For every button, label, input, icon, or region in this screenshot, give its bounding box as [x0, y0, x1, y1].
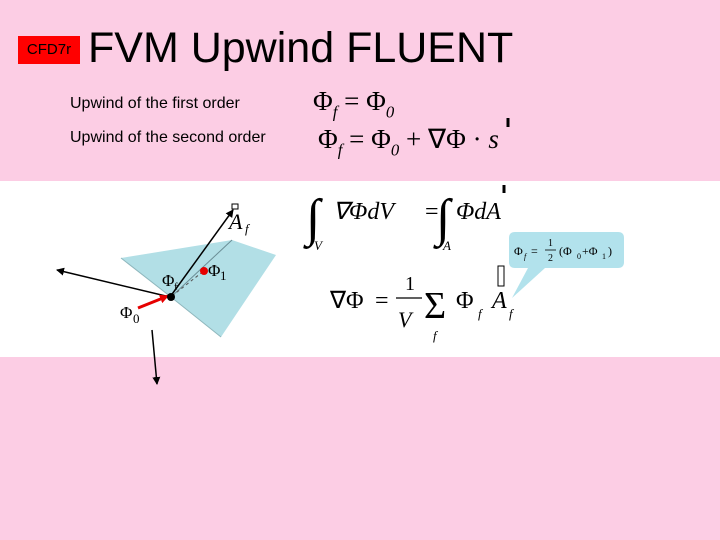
callout-bracket — [497, 265, 505, 287]
area-vector-arrow — [169, 209, 234, 298]
callout-phi-sub: f — [524, 252, 528, 261]
phi-1-sub: 1 — [220, 268, 227, 283]
integral-lower-a: A — [442, 238, 451, 253]
fraction-numerator: 1 — [405, 273, 415, 295]
discrete-lhs: ∇Φ — [329, 288, 364, 314]
face-centroid-point — [167, 293, 175, 301]
second-order-label: Upwind of the second order — [70, 129, 266, 146]
first-order-equation: Φf = Φ0 — [313, 86, 395, 122]
phi-f-label: Φ — [162, 271, 174, 290]
discrete-phi-sub: f — [478, 306, 484, 321]
gauss-lhs: ∇ΦdV — [333, 199, 396, 225]
callout-paren: (Φ — [559, 244, 572, 258]
centroid-connector — [171, 269, 206, 297]
gauss-rhs: ΦdA — [456, 199, 501, 225]
discrete-gradient-equation: ∇Φ = 1 V Σ f Φ f A f — [329, 273, 515, 343]
slide-badge: CFD7r — [18, 36, 80, 64]
callout-equals: = — [531, 244, 538, 258]
vector-marker-box — [231, 203, 239, 210]
cell-edge — [120, 257, 172, 298]
callout-numerator: 1 — [548, 238, 553, 249]
area-vector-label: A — [227, 209, 243, 234]
callout-plus: +Φ — [582, 244, 598, 258]
callout-phi: Φ — [514, 244, 523, 258]
summation-sub: f — [433, 328, 439, 343]
control-volume-cell — [121, 240, 276, 337]
area-vector-sub: f — [245, 221, 251, 236]
normal-arrow-left — [56, 267, 171, 298]
callout-close: ) — [608, 244, 612, 258]
integral-lower-v: V — [314, 238, 324, 253]
discrete-a: A — [490, 288, 507, 314]
callout-denominator: 2 — [548, 253, 553, 264]
discrete-phi: Φ — [456, 288, 474, 314]
diagram-panel — [0, 181, 720, 357]
integral-sign-right: ∫ — [433, 190, 453, 249]
cell-edge — [170, 296, 222, 338]
displacement-vector-s — [137, 294, 169, 310]
neighbor-centroid-point — [200, 267, 208, 275]
fraction-denominator: V — [398, 307, 414, 332]
discrete-equals: = — [375, 288, 389, 314]
callout-sub-1: 1 — [602, 252, 606, 261]
gauss-equals: = — [425, 199, 439, 225]
phi-f-sub: f — [174, 281, 178, 293]
callout-sub-0: 0 — [577, 252, 581, 261]
integral-sign-left: ∫ — [303, 190, 323, 249]
second-order-equation: Φf = Φ0 + ∇Φ · s — [318, 124, 499, 160]
interpolation-callout: Φ f = 1 2 (Φ 0 +Φ 1 ) — [497, 232, 624, 298]
phi-0-label: Φ — [120, 303, 132, 322]
slide-title: FVM Upwind FLUENT — [88, 24, 514, 72]
gauss-theorem-equation: ∫ V ∇ΦdV = ∫ A ΦdA — [303, 190, 501, 253]
summation-sign: Σ — [424, 285, 446, 327]
callout-bubble — [509, 232, 624, 298]
discrete-a-sub: f — [509, 306, 515, 321]
phi-1-label: Φ — [208, 261, 220, 280]
first-order-label: Upwind of the first order — [70, 95, 240, 112]
normal-arrow-down — [151, 329, 161, 385]
phi-0-sub: 0 — [133, 311, 140, 326]
